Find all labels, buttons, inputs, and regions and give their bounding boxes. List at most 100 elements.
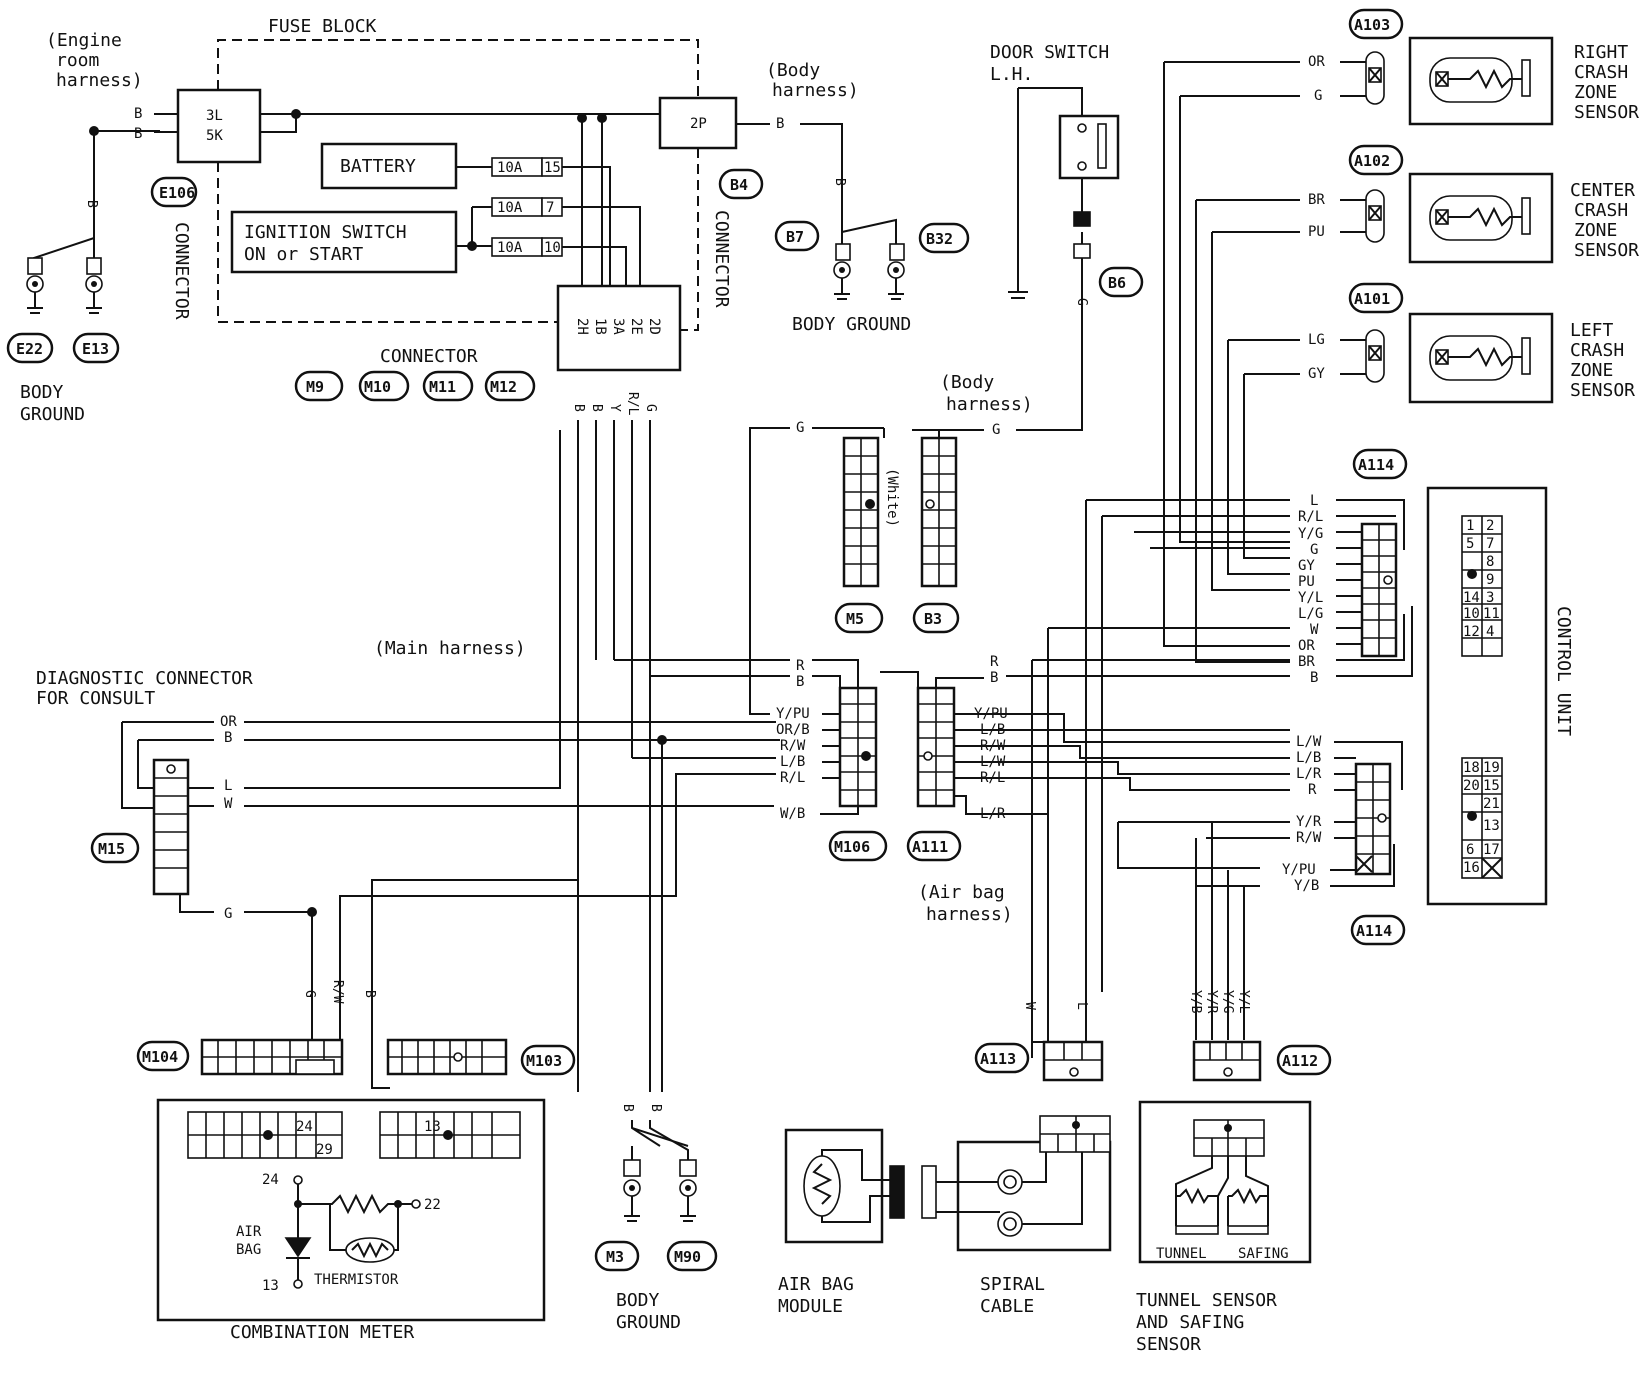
svg-text:GROUND: GROUND — [20, 404, 85, 425]
svg-text:harness): harness) — [926, 904, 1013, 925]
m5-b3-connectors: G (White) M5 B3 — [749, 420, 960, 634]
diagnostic-connector: DIAGNOSTIC CONNECTOR FOR CONSULT OR B L … — [36, 430, 780, 1030]
engine-harness-line2: room — [56, 50, 99, 71]
pin-5k: 5K — [206, 128, 223, 144]
svg-text:10: 10 — [1463, 606, 1480, 622]
svg-text:SENSOR: SENSOR — [1574, 240, 1639, 261]
svg-text:22: 22 — [424, 1197, 441, 1213]
svg-text:A101: A101 — [1354, 290, 1390, 308]
svg-text:E106: E106 — [159, 184, 195, 202]
svg-text:A113: A113 — [980, 1050, 1016, 1068]
fuse-block-outline-right — [678, 148, 699, 331]
m15-tag — [90, 832, 140, 864]
svg-text:A112: A112 — [1282, 1052, 1318, 1070]
a111-tag — [906, 830, 962, 862]
svg-text:Y: Y — [607, 404, 622, 412]
ignition-label-line1: IGNITION SWITCH — [244, 222, 407, 243]
svg-text:L: L — [1310, 493, 1318, 509]
svg-text:B: B — [990, 670, 998, 686]
svg-text:SAFING: SAFING — [1238, 1246, 1289, 1262]
svg-text:A114: A114 — [1356, 922, 1392, 940]
svg-text:DOOR SWITCH: DOOR SWITCH — [990, 42, 1109, 63]
svg-text:G: G — [302, 990, 317, 998]
svg-text:6: 6 — [1466, 842, 1474, 858]
svg-text:G: G — [992, 422, 1000, 438]
tunnel-safing-sensor: TUNNEL SAFING TUNNEL SENSOR AND SAFING S… — [1136, 1100, 1312, 1355]
svg-text:4: 4 — [1486, 624, 1494, 640]
battery-box — [320, 142, 458, 190]
svg-text:A114: A114 — [1358, 456, 1394, 474]
svg-text:20: 20 — [1463, 778, 1480, 794]
m5-tag — [834, 602, 884, 634]
svg-text:24: 24 — [296, 1119, 313, 1135]
svg-text:ZONE: ZONE — [1574, 220, 1617, 241]
svg-text:R: R — [796, 658, 805, 674]
svg-text:ZONE: ZONE — [1574, 82, 1617, 103]
svg-text:R: R — [1308, 782, 1317, 798]
svg-text:W: W — [1310, 622, 1319, 638]
m-connector-tags: M9 M10 M11 M12 — [294, 370, 536, 402]
control-unit: CONTROL UNIT 1 2 5 7 8 9 14 3 10 11 12 4… — [1426, 486, 1574, 906]
svg-text:DIAGNOSTIC CONNECTOR: DIAGNOSTIC CONNECTOR — [36, 668, 253, 689]
svg-text:AND SAFING: AND SAFING — [1136, 1312, 1244, 1333]
svg-text:AIR: AIR — [236, 1224, 262, 1240]
svg-text:M103: M103 — [526, 1052, 562, 1070]
svg-text:11: 11 — [1483, 606, 1500, 622]
svg-text:9: 9 — [1486, 572, 1494, 588]
svg-text:L/R: L/R — [1296, 766, 1322, 782]
crash-zone-sensors: A103 OR G RIGHT CRASH ZONE SENSOR A102 B… — [1164, 8, 1639, 404]
svg-text:(Body: (Body — [940, 372, 994, 393]
engine-harness-line3: harness) — [56, 70, 143, 91]
svg-text:B: B — [224, 730, 232, 746]
svg-text:Y/PU: Y/PU — [776, 706, 810, 722]
svg-text:B: B — [796, 674, 804, 690]
pin-3l: 3L — [206, 108, 223, 124]
fuse-block-outline-left — [217, 162, 560, 323]
a112-connector: Y/B Y/R Y/G Y/L A112 — [1188, 990, 1332, 1082]
svg-text:GROUND: GROUND — [616, 1312, 681, 1333]
a114-top-connector: A114 L R/L Y/G G GY PU Y/L L/G W OR BR B — [1298, 448, 1413, 686]
fuse-15: 10A 15 — [491, 157, 563, 177]
svg-text:24: 24 — [262, 1172, 279, 1188]
svg-text:B: B — [620, 1104, 635, 1112]
connector-label-right: CONNECTOR — [711, 210, 732, 308]
svg-text:7: 7 — [546, 200, 554, 216]
svg-text:15: 15 — [1483, 778, 1500, 794]
svg-text:A102: A102 — [1354, 152, 1390, 170]
air-bag-module: AIR BAG MODULE — [778, 1128, 896, 1317]
svg-text:M106: M106 — [834, 838, 870, 856]
svg-text:B: B — [648, 1104, 663, 1112]
e106-connector-block — [176, 88, 262, 164]
svg-text:OR: OR — [1298, 638, 1315, 654]
svg-text:B32: B32 — [926, 230, 953, 248]
svg-text:B: B — [571, 404, 586, 412]
ignition-label-line2: ON or START — [244, 244, 363, 265]
svg-text:G: G — [1314, 88, 1322, 104]
svg-text:GY: GY — [1308, 366, 1325, 382]
body-ground-m3-m90: B B M3 M90 BODY GROUND — [594, 1104, 718, 1333]
svg-text:BR: BR — [1298, 654, 1315, 670]
svg-text:8: 8 — [1486, 554, 1494, 570]
svg-text:2H: 2H — [574, 318, 590, 335]
svg-text:R/W: R/W — [330, 980, 345, 1004]
svg-text:TUNNEL: TUNNEL — [1156, 1246, 1207, 1262]
svg-text:10: 10 — [544, 240, 561, 256]
svg-text:W: W — [1022, 1002, 1037, 1010]
ignition-switch-box — [230, 210, 458, 274]
svg-text:E22: E22 — [16, 340, 43, 358]
svg-text:A111: A111 — [912, 838, 948, 856]
svg-text:G: G — [224, 906, 232, 922]
svg-text:LG: LG — [1308, 332, 1325, 348]
svg-text:FOR CONSULT: FOR CONSULT — [36, 688, 155, 709]
svg-text:Y/L: Y/L — [1236, 990, 1251, 1014]
svg-text:OR/B: OR/B — [776, 722, 810, 738]
svg-text:E13: E13 — [82, 340, 109, 358]
combination-meter: G R/W B M104 M103 24 29 13 24 22 THERMIS… — [136, 980, 576, 1343]
svg-text:CABLE: CABLE — [980, 1296, 1034, 1317]
svg-text:L.H.: L.H. — [990, 64, 1033, 85]
svg-text:B: B — [1310, 670, 1318, 686]
svg-text:L: L — [1074, 1002, 1089, 1010]
svg-text:10A: 10A — [497, 200, 523, 216]
svg-text:L/W: L/W — [1296, 734, 1322, 750]
svg-text:R/W: R/W — [780, 738, 806, 754]
